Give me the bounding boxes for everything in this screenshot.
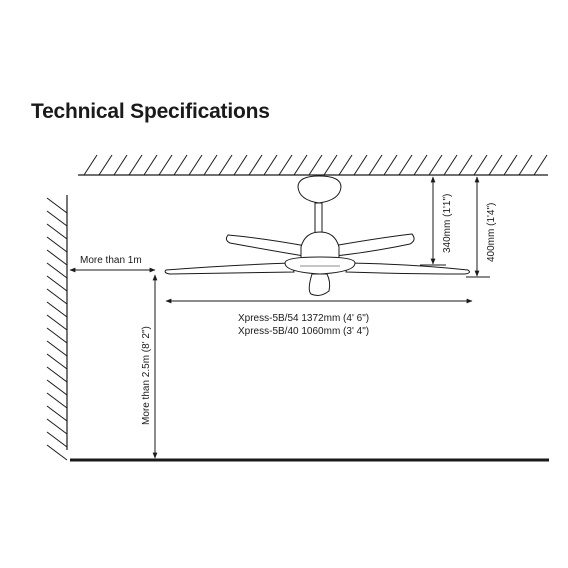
ceiling-hatch-line — [368, 154, 383, 176]
fan-blade — [345, 262, 470, 275]
wall-hatch-line — [46, 392, 68, 409]
ceiling-hatch-line — [188, 154, 203, 176]
wall-hatch-line — [46, 353, 68, 370]
fan-downrod — [314, 202, 323, 237]
ceiling-hatch-line — [503, 154, 518, 176]
span-54-label: Xpress-5B/54 1372mm (4' 6") — [238, 313, 369, 324]
ceiling-hatch-line — [143, 154, 158, 176]
ceiling-fan — [164, 175, 470, 296]
wall-hatch-line — [46, 327, 68, 344]
wall-hatch-line — [46, 418, 68, 435]
ceiling-hatch-line — [428, 154, 443, 176]
wall-hatch-line — [46, 275, 68, 292]
ceiling-hatch-line — [173, 154, 188, 176]
wall-hatch-line — [46, 314, 68, 331]
ceiling — [78, 154, 548, 176]
ceiling-hatch-line — [458, 154, 473, 176]
wall-hatch-line — [46, 379, 68, 396]
ceiling-hatch-line — [278, 154, 293, 176]
span-40-label: Xpress-5B/40 1060mm (3' 4") — [238, 326, 369, 337]
ceiling-hatch-line — [353, 154, 368, 176]
ceiling-hatch-line — [398, 154, 413, 176]
fan-blade — [225, 234, 307, 257]
drop-400-dimension: 400mm (1'4") — [466, 176, 497, 278]
fan-canopy — [297, 175, 342, 204]
wall-hatch-line — [46, 301, 68, 318]
drop-340-dimension: 340mm (1'1") — [420, 176, 453, 266]
ceiling-hatch-line — [113, 154, 128, 176]
wall-hatch-line — [46, 444, 68, 461]
fan-motor — [300, 231, 340, 259]
ceiling-hatch-line — [263, 154, 278, 176]
wall-hatch-line — [46, 405, 68, 422]
ceiling-hatch-line — [338, 154, 353, 176]
wall-hatch-line — [46, 288, 68, 305]
fan-blade — [308, 273, 331, 296]
ceiling-hatch-line — [218, 154, 233, 176]
ceiling-hatch-line — [533, 154, 548, 176]
wall-hatch-line — [46, 249, 68, 266]
ceiling-hatch-line — [248, 154, 263, 176]
ceiling-hatch-line — [443, 154, 458, 176]
ceiling-hatch-line — [413, 154, 428, 176]
ceiling-hatch-line — [473, 154, 488, 176]
wall-hatch-line — [46, 340, 68, 357]
ceiling-hatch-line — [293, 154, 308, 176]
drop-400-label: 400mm (1'4") — [486, 203, 497, 262]
floor-clearance-label: More than 2.5m (8' 2") — [141, 326, 152, 425]
page-title: Technical Specifications — [31, 100, 270, 123]
wall-hatch-line — [46, 236, 68, 253]
wall-clearance-dimension: More than 1m — [69, 255, 156, 273]
wall-hatch-line — [46, 223, 68, 240]
floor-clearance-dimension: More than 2.5m (8' 2") — [141, 274, 158, 459]
ceiling-hatch-line — [323, 154, 338, 176]
fan-blade — [164, 262, 295, 275]
drop-340-label: 340mm (1'1") — [442, 194, 453, 253]
wall — [46, 195, 68, 461]
blade-span-dimension: Xpress-5B/54 1372mm (4' 6") Xpress-5B/40… — [165, 298, 473, 337]
ceiling-hatch-line — [128, 154, 143, 176]
fan-light-kit — [284, 256, 356, 275]
ceiling-hatch-line — [488, 154, 503, 176]
ceiling-hatch-line — [383, 154, 398, 176]
wall-hatch-line — [46, 262, 68, 279]
wall-clearance-label: More than 1m — [80, 255, 142, 266]
fan-blade — [332, 233, 415, 257]
ceiling-hatch-line — [518, 154, 533, 176]
wall-hatch-line — [46, 431, 68, 448]
ceiling-hatch-line — [233, 154, 248, 176]
ceiling-hatch-line — [203, 154, 218, 176]
ceiling-hatch-line — [308, 154, 323, 176]
ceiling-hatch-line — [83, 154, 98, 176]
wall-hatch-line — [46, 366, 68, 383]
ceiling-hatch-line — [98, 154, 113, 176]
wall-hatch-line — [46, 197, 68, 214]
wall-hatch-line — [46, 210, 68, 227]
ceiling-hatch-line — [158, 154, 173, 176]
